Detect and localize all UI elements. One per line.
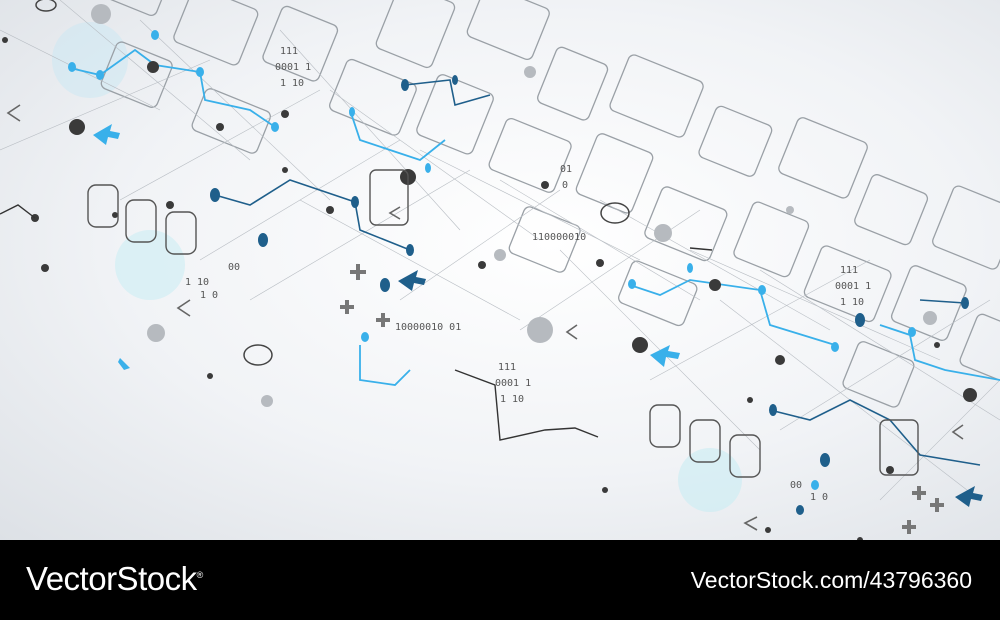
- binary-label: 1 0: [200, 290, 218, 301]
- navy-arrows: [398, 270, 983, 507]
- binary-label: 1 10: [500, 394, 524, 405]
- binary-label: 110000010: [532, 232, 586, 243]
- cyan-arrows: [93, 124, 680, 370]
- binary-label: 01: [560, 164, 572, 175]
- binary-labels: 111 0001 1 1 10 01 0 110000010 00 1 10 1…: [185, 46, 871, 503]
- mesh-lines: [0, 0, 1000, 501]
- outline-arrows: [6, 104, 964, 531]
- binary-label: 1 10: [840, 297, 864, 308]
- binary-label: 00: [790, 480, 802, 491]
- image-id: VectorStock.com/43796360: [690, 567, 972, 593]
- plus-signs: [340, 264, 944, 534]
- binary-label: 111: [498, 362, 516, 373]
- binary-label: 1 10: [185, 277, 209, 288]
- glow-circle: [52, 22, 128, 98]
- binary-label: 10000010 01: [395, 322, 461, 333]
- light-discs: [91, 4, 937, 407]
- watermark-footer: VectorStock® VectorStock.com/43796360: [0, 540, 1000, 620]
- binary-label: 0001 1: [835, 281, 871, 292]
- tech-network-illustration: 111 0001 1 1 10 01 0 110000010 00 1 10 1…: [0, 0, 1000, 540]
- binary-label: 111: [280, 46, 298, 57]
- binary-label: 00: [228, 262, 240, 273]
- circuit-band: [95, 0, 1000, 408]
- binary-label: 0: [562, 180, 568, 191]
- network-artwork: 111 0001 1 1 10 01 0 110000010 00 1 10 1…: [0, 0, 1000, 540]
- navy-nodes: [210, 75, 969, 515]
- cyan-nodes: [68, 30, 916, 490]
- glow-circle: [115, 230, 185, 300]
- glow-circle: [678, 448, 742, 512]
- dark-dots: [2, 37, 977, 540]
- binary-label: 111: [840, 265, 858, 276]
- brand-logo: VectorStock®: [26, 560, 203, 598]
- circled-symbols: [35, 0, 630, 366]
- binary-label: 1 10: [280, 78, 304, 89]
- registered-mark: ®: [196, 570, 204, 580]
- cyan-traces: [69, 48, 1000, 386]
- binary-label: 0001 1: [495, 378, 531, 389]
- dark-traces: [0, 204, 713, 441]
- binary-label: 1 0: [810, 492, 828, 503]
- binary-label: 0001 1: [275, 62, 311, 73]
- brand-name: VectorStock: [26, 560, 197, 597]
- navy-traces: [214, 79, 981, 466]
- chip-outlines: [87, 169, 919, 478]
